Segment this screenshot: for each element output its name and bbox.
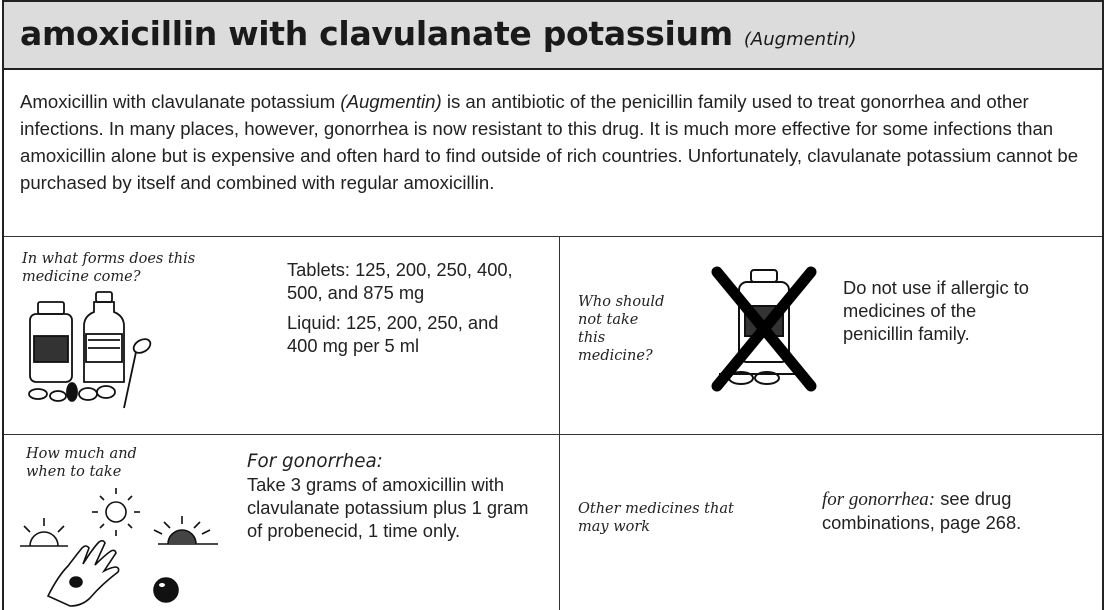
alternatives-condition: for gonorrhea: bbox=[822, 489, 936, 510]
dosage-answer: For gonorrhea: Take 3 grams of amoxicill… bbox=[247, 450, 547, 542]
sun-hand-pill-schedule-icon bbox=[20, 488, 218, 607]
alternatives-answer: for gonorrhea: see drug combinations, pa… bbox=[822, 487, 1062, 534]
dosage-instructions: Take 3 grams of amoxicillin with clavula… bbox=[247, 474, 529, 541]
tablet-strengths: Tablets: 125, 200, 250, 400, 500, and 87… bbox=[287, 259, 513, 303]
drug-title: amoxicillin with clavulanate potassium (… bbox=[20, 14, 857, 53]
forms-question: In what forms does this medicine come? bbox=[22, 251, 196, 285]
contraindication-answer: Do not use if allergic to medicines of t… bbox=[843, 277, 1029, 344]
forms-answer: Tablets: 125, 200, 250, 400, 500, and 87… bbox=[287, 258, 527, 357]
liquid-strengths: Liquid: 125, 200, 250, and 400 mg per 5 … bbox=[287, 312, 499, 356]
drug-description: Amoxicillin with clavulanate potassium (… bbox=[20, 88, 1090, 196]
crossed-out-medicine-bottle-icon bbox=[711, 266, 817, 392]
medicine-bottles-pills-spoon-icon bbox=[28, 291, 152, 409]
dosage-question: How much and when to take bbox=[26, 446, 137, 480]
column-divider bbox=[559, 236, 560, 610]
drug-header: amoxicillin with clavulanate potassium (… bbox=[4, 0, 1102, 70]
dosage-heading: For gonorrhea: bbox=[247, 451, 383, 472]
intro-text: is an antibiotic of the penicillin famil… bbox=[20, 91, 1079, 193]
contraindication-question: Who should not take this medicine? bbox=[578, 294, 665, 364]
drug-name: amoxicillin with clavulanate potassium bbox=[20, 14, 733, 53]
section-divider bbox=[4, 236, 1102, 237]
brand-name: (Augmentin) bbox=[743, 29, 857, 50]
intro-brand-name: (Augmentin) bbox=[340, 91, 442, 112]
section-divider bbox=[4, 434, 1102, 435]
alternatives-question: Other medicines that may work bbox=[578, 501, 734, 535]
intro-drug-name: Amoxicillin with clavulanate potassium bbox=[20, 91, 336, 112]
alternatives-reference: see drug combinations, page 268. bbox=[822, 488, 1022, 533]
